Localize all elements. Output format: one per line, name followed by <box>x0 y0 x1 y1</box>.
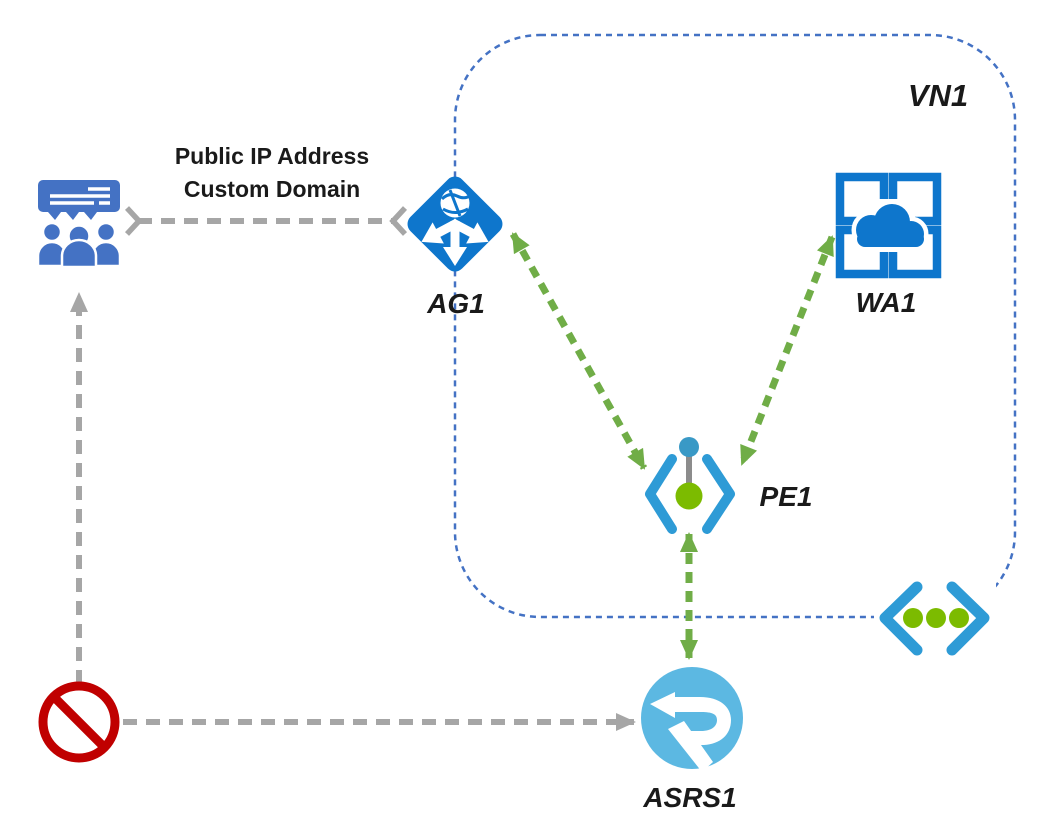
web-app-icon <box>835 172 942 279</box>
application-gateway-icon <box>407 176 503 272</box>
label-asrs1: ASRS1 <box>642 782 736 813</box>
private-endpoint-icon <box>645 437 735 534</box>
vnet-boundary <box>453 33 1017 619</box>
label-vn1: VN1 <box>908 78 968 113</box>
signalr-service-icon <box>641 667 743 772</box>
gateway-arrows <box>421 218 489 266</box>
endpoint-dot-green <box>675 482 703 510</box>
endpoint-dot-blue <box>679 437 699 457</box>
audience-icon <box>36 180 122 269</box>
annotation-custom-domain: Custom Domain <box>184 176 360 202</box>
label-wa1: WA1 <box>856 287 917 318</box>
edge-appgateway-privateendpoint <box>509 232 648 470</box>
edge-webapp-privateendpoint <box>738 235 836 466</box>
prohibited-icon <box>38 681 120 763</box>
cloud-icon <box>851 199 929 252</box>
private-link-icon <box>879 581 990 656</box>
label-pe1: PE1 <box>760 481 813 512</box>
annotation-public-ip: Public IP Address <box>175 143 369 169</box>
label-ag1: AG1 <box>426 288 485 319</box>
